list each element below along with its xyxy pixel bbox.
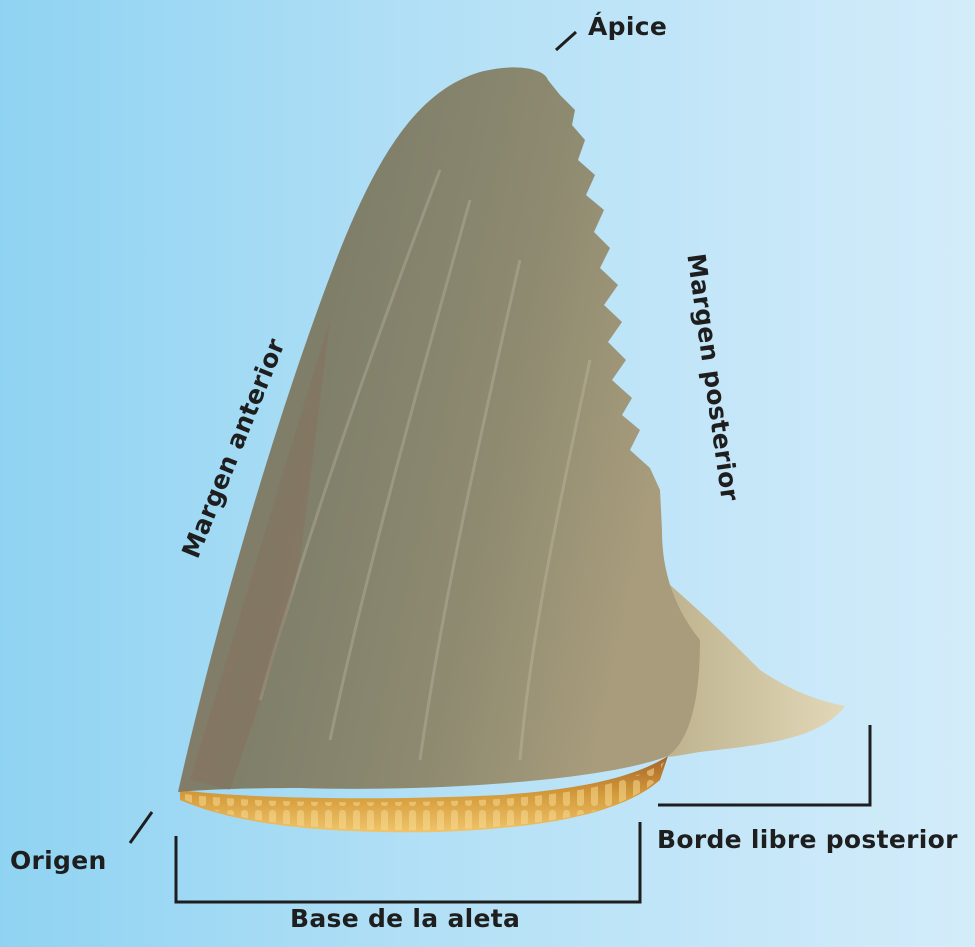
fin-base-label: Base de la aleta	[290, 904, 520, 933]
origin-label: Origen	[10, 846, 107, 875]
shark-fin	[178, 67, 845, 832]
apex-leader-line	[556, 32, 576, 50]
free-rear-tip-label: Borde libre posterior	[657, 825, 958, 854]
apex-label: Ápice	[588, 12, 667, 41]
origin-leader-line	[130, 812, 152, 843]
fin-base-bracket	[176, 822, 640, 902]
